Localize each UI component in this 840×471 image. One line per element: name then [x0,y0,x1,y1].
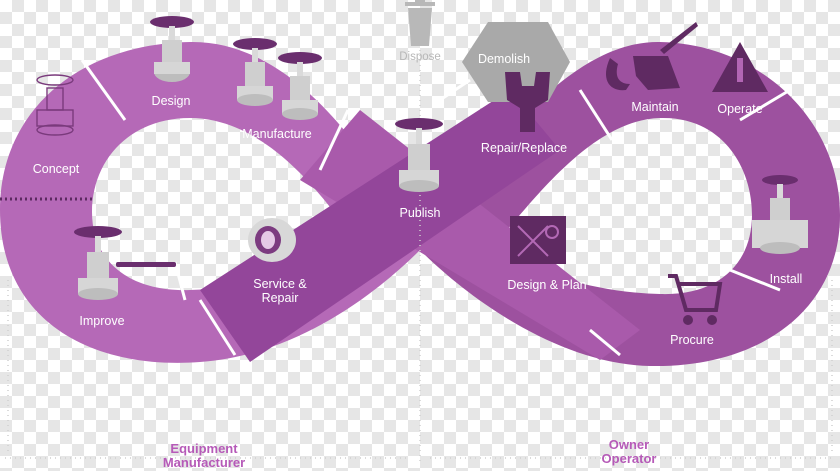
shopping-cart-icon [668,274,723,325]
label-service-repair: Service & Repair [253,277,307,305]
label-demolish: Demolish [477,52,531,66]
crossing-band-b [200,90,560,362]
label-improve: Improve [79,314,125,328]
label-design: Design [151,94,191,108]
label-manufacture: Manufacture [242,127,312,141]
valve-icon [74,226,176,300]
label-repair-replace: Repair/Replace [480,141,568,155]
label-concept: Concept [32,162,80,176]
label-maintain: Maintain [631,100,679,114]
label-procure: Procure [670,333,714,347]
label-design-plan: Design & Plan [507,278,587,292]
label-operate: Operate [717,102,763,116]
valve-icon [395,118,443,192]
valve-icon [233,38,277,106]
pipe-fitting-icon [248,218,296,262]
label-service-repair-line1: Service & [253,277,307,291]
concept-valve-outline-icon [36,74,74,136]
side-label-owner-operator: Owner Operator [602,438,657,466]
valve-icon [752,175,808,254]
side-label-equipment-manufacturer: Equipment Manufacturer [163,442,245,470]
blueprint-icon [510,216,566,264]
label-install: Install [769,272,803,286]
warning-sign-icon [712,42,768,92]
trash-can-icon [405,0,435,46]
segment-separators [80,59,791,357]
side-right-line2: Operator [601,451,657,466]
wrench-icon [505,72,550,132]
valve-icon [150,16,194,82]
side-right-line1: Owner [608,437,650,452]
label-publish: Publish [399,206,441,220]
side-left-line1: Equipment [170,441,238,456]
gas-can-icon [605,22,698,91]
side-left-line2: Manufacturer [162,455,246,470]
label-dispose: Dispose [399,51,441,63]
label-service-repair-line2: Repair [261,291,299,305]
valve-icon [278,52,322,120]
